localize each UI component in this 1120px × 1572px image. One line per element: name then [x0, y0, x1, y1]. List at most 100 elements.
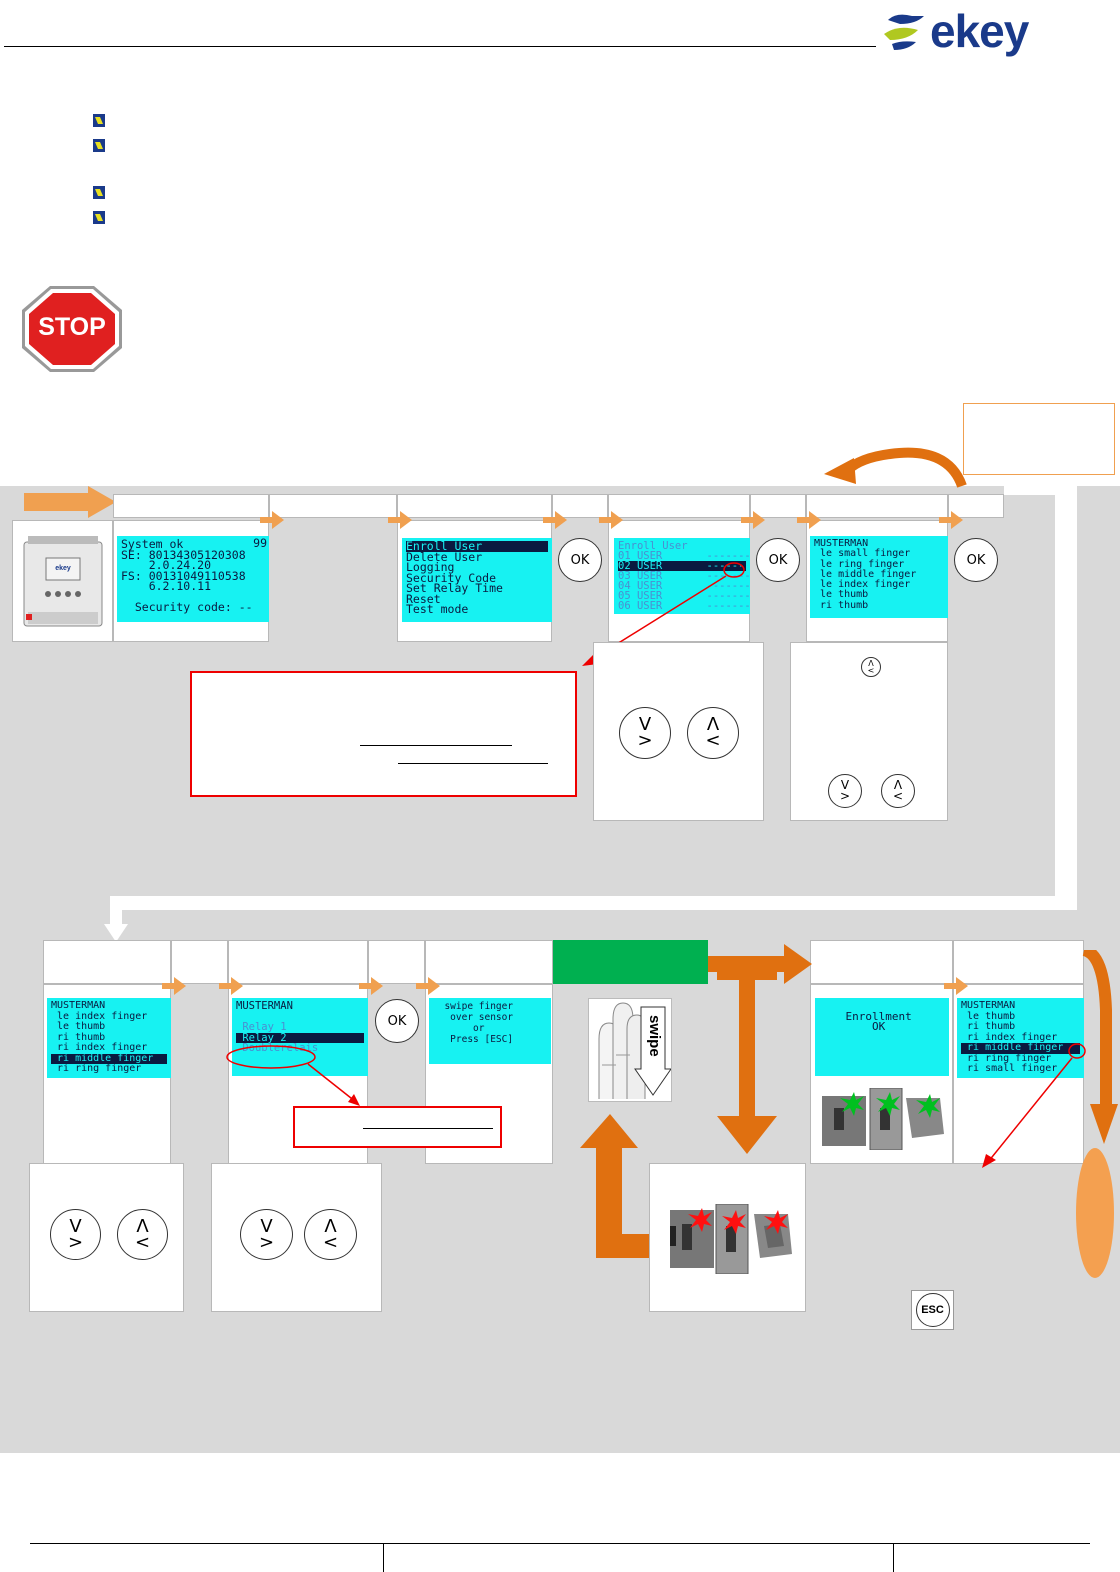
lcd-line: Reset	[406, 591, 441, 606]
step-tab	[552, 494, 608, 518]
step-arrow-icon	[359, 977, 383, 995]
lcd-line: 2.0.24.20	[121, 558, 212, 572]
lcd-line: le thumb	[961, 1010, 1016, 1022]
connector-bottom	[110, 896, 1077, 910]
down-arrow: >	[258, 1231, 275, 1253]
footer-divider	[893, 1543, 894, 1572]
down-arrow: >	[67, 1231, 84, 1253]
lcd-line: Press [ESC]	[433, 1034, 514, 1045]
step-tab	[948, 494, 1004, 518]
ok-button[interactable]: OK	[375, 999, 419, 1043]
up-symbol: Λ	[706, 714, 720, 735]
lcd-line: Relay 1	[236, 1021, 287, 1033]
esc-label: ESC	[915, 1293, 950, 1327]
step-tab	[171, 940, 228, 984]
up-button[interactable]: Λ<	[304, 1209, 357, 1260]
lcd-line: ri thumb	[814, 599, 869, 611]
step-tab	[228, 940, 368, 984]
lcd-line: ri small finger	[961, 1063, 1058, 1074]
lcd-swipe-screen: swipe finger over sensor or Press [ESC]	[429, 998, 551, 1064]
footer-rule	[30, 1543, 1090, 1544]
down-button[interactable]: V>	[50, 1209, 101, 1260]
down-symbol: V	[638, 714, 652, 735]
esc-button[interactable]: ESC	[911, 1290, 954, 1330]
down-button[interactable]: V>	[619, 707, 671, 759]
lcd-line: Test mode	[406, 602, 469, 616]
flow-arrow-curve-icon	[1081, 950, 1118, 1144]
step-tab	[953, 940, 1084, 984]
bullet-icon	[93, 114, 105, 127]
step-tab	[397, 494, 552, 518]
lcd-line: 06 USER ----------	[618, 600, 750, 612]
stop-label: STOP	[38, 313, 106, 341]
up-button[interactable]: Λ<	[881, 774, 915, 808]
lcd-line: 05 USER ----------	[618, 590, 750, 602]
step-arrow-icon	[741, 511, 765, 529]
lcd-line: Security code: --	[121, 600, 253, 614]
up-button[interactable]: Λ<	[687, 707, 739, 759]
lcd-line: System ok	[121, 537, 184, 551]
pointer-line	[982, 1043, 1086, 1168]
step-arrow-icon	[162, 977, 186, 995]
lcd-line: ri ring finger	[961, 1052, 1052, 1064]
step-arrow-icon	[797, 511, 821, 529]
down-button[interactable]: V>	[828, 774, 862, 808]
up-symbol: Λ	[136, 1215, 149, 1237]
ekey-logo: ekey	[878, 5, 1114, 57]
down-button[interactable]: V>	[240, 1209, 293, 1260]
up-button[interactable]: Λ<	[117, 1209, 168, 1260]
lcd-line: le middle finger	[814, 568, 917, 580]
step-arrow-icon	[939, 511, 963, 529]
step-arrow-icon	[543, 511, 567, 529]
step-tab	[810, 940, 953, 984]
swipe-label: swipe	[646, 1015, 663, 1057]
header-rule	[4, 46, 876, 47]
lcd-line: MUSTERMAN	[814, 538, 869, 549]
control-unit-image: ekey	[22, 534, 104, 630]
up-arrow: <	[867, 666, 875, 675]
lcd-line: le thumb	[814, 589, 869, 601]
down-symbol: V	[260, 1215, 273, 1237]
step-tab	[43, 940, 171, 984]
ok-button[interactable]: OK	[954, 538, 998, 582]
step-arrow-icon	[599, 511, 623, 529]
lcd-line: Enrollment	[819, 1009, 912, 1023]
lcd-corner-value: 99	[253, 536, 267, 550]
lcd-line: Enroll User	[618, 540, 688, 552]
lcd-line: ri middle finger	[961, 1042, 1080, 1054]
up-button-small[interactable]: Λ<	[861, 657, 881, 677]
lcd-line: swipe finger	[433, 1001, 514, 1012]
underline	[360, 745, 512, 746]
underline	[398, 763, 548, 764]
lcd-relay-screen: MUSTERMAN Relay 1 Relay 2 Doublerelais	[232, 998, 368, 1076]
return-arrow-icon	[820, 440, 970, 490]
lcd-fingers-screen: MUSTERMAN le thumb ri thumb ri index fin…	[957, 998, 1084, 1078]
ok-button[interactable]: OK	[756, 538, 800, 582]
step-arrow-icon	[416, 977, 440, 995]
pointer-line	[226, 1045, 360, 1106]
lcd-fingers-screen: MUSTERMAN le small finger le ring finger…	[810, 536, 948, 618]
underline	[363, 1128, 493, 1129]
lcd-line: SE: 80134305120308	[121, 547, 246, 562]
sensors-error-image	[668, 1203, 794, 1275]
lcd-line: ri ring finger	[51, 1063, 142, 1074]
step-tab-active	[553, 940, 708, 984]
connector-down	[104, 896, 128, 944]
sensors-ok-image	[820, 1087, 946, 1151]
up-arrow: <	[705, 730, 721, 751]
lcd-line: le index finger	[814, 579, 911, 591]
lcd-line: le ring finger	[814, 558, 905, 570]
step-tab	[608, 494, 750, 518]
swipe-finger-image: swipe	[588, 998, 672, 1102]
up-arrow: <	[134, 1231, 151, 1253]
step-tab	[425, 940, 553, 984]
lcd-line: Doublerelais	[236, 1042, 319, 1054]
lcd-line: OK	[819, 1020, 886, 1033]
flow-arrow-up-icon	[580, 1114, 650, 1258]
lcd-line: or	[433, 1023, 485, 1034]
ok-button[interactable]: OK	[558, 538, 602, 582]
lcd-line: le index finger	[51, 1010, 148, 1022]
lcd-fingers-screen: MUSTERMAN le index finger le thumb ri th…	[47, 998, 171, 1078]
lcd-line: ri middle finger	[51, 1053, 167, 1064]
